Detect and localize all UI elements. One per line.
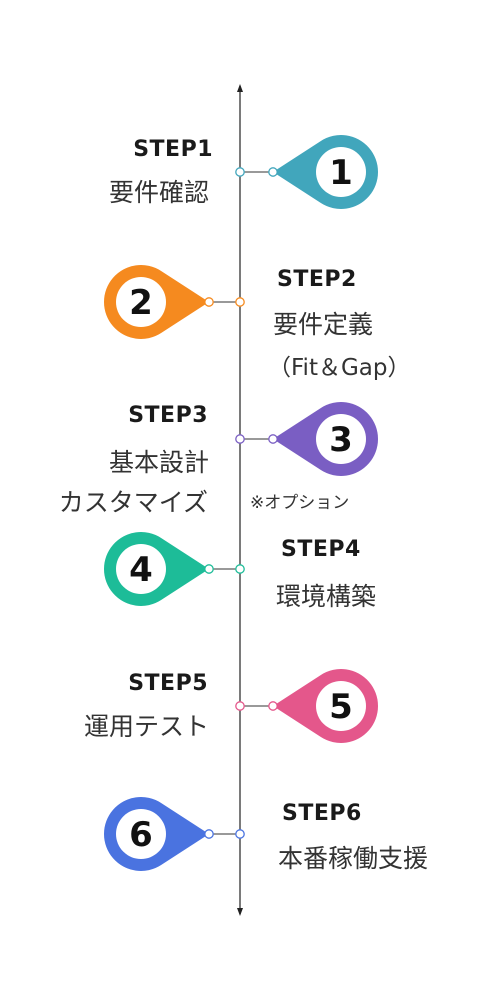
step2-axis-dot: [235, 297, 245, 307]
step1-axis-dot: [235, 167, 245, 177]
step4-title: STEP4: [281, 537, 361, 562]
step2-desc-line1: 要件定義: [273, 310, 374, 339]
step6-number: 6: [129, 815, 153, 855]
step5-number: 5: [329, 687, 353, 727]
step5-badge: [316, 681, 366, 731]
step1-desc-line1: 要件確認: [108, 178, 209, 207]
step3-desc-line1: 基本設計: [108, 448, 209, 477]
step4-number: 4: [129, 550, 153, 590]
step5-axis-dot: [235, 701, 245, 711]
step1-title: STEP1: [133, 137, 213, 162]
step6-desc-line1: 本番稼働支援: [278, 844, 429, 873]
step3-tip-dot: [268, 434, 278, 444]
step2-desc-line2: （Fit＆Gap）: [268, 355, 411, 381]
step6-tip-dot: [204, 829, 214, 839]
step6-badge: [116, 809, 166, 859]
step3-axis-dot: [235, 434, 245, 444]
step1-tip-dot: [268, 167, 278, 177]
step4-desc-line1: 環境構築: [276, 582, 377, 611]
step3-note: ※オプション: [250, 493, 350, 513]
step3-desc-line2: カスタマイズ: [58, 488, 208, 517]
step5-desc-line1: 運用テスト: [83, 712, 209, 741]
step3-number: 3: [329, 420, 353, 460]
step1-number: 1: [329, 153, 353, 193]
step1-badge: [316, 147, 366, 197]
step6-title: STEP6: [282, 801, 362, 826]
step4-axis-dot: [235, 564, 245, 574]
step3-badge: [316, 414, 366, 464]
step2-number: 2: [129, 283, 153, 323]
step4-badge: [116, 544, 166, 594]
step3-title: STEP3: [128, 403, 208, 428]
step2-tip-dot: [204, 297, 214, 307]
step6-axis-dot: [235, 829, 245, 839]
step5-title: STEP5: [128, 671, 208, 696]
step4-tip-dot: [204, 564, 214, 574]
timeline-arrow-top: [237, 84, 243, 92]
step5-tip-dot: [268, 701, 278, 711]
step2-badge: [116, 277, 166, 327]
timeline-arrow-bottom: [237, 908, 243, 916]
step2-title: STEP2: [277, 267, 357, 292]
